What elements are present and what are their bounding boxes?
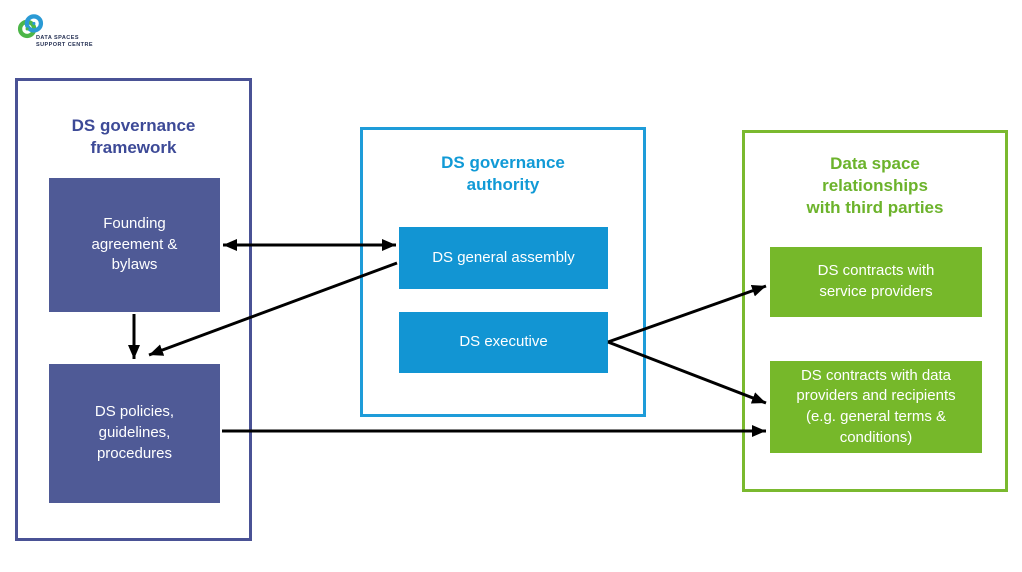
node-ds-policies-guidelines-procedures: DS policies, guidelines, procedures — [49, 364, 220, 503]
group-ds-governance-framework: DS governance framework Founding agreeme… — [15, 78, 252, 541]
group-third-party-relationships: Data space relationships with third part… — [742, 130, 1008, 492]
logo-text-line2: SUPPORT CENTRE — [36, 42, 94, 48]
group-title-ds-governance-framework: DS governance framework — [71, 116, 196, 157]
node-contracts-data-providers: DS contracts with data providers and rec… — [770, 361, 982, 453]
node-ds-executive: DS executive — [399, 312, 608, 373]
node-contracts-service-providers: DS contracts with service providers — [770, 247, 982, 317]
logo-text: DATA SPACES SUPPORT CENTRE — [36, 35, 93, 49]
group-title-third-party-relationships: Data space relationships with third part… — [806, 154, 944, 217]
logo-text-line1: DATA SPACES — [36, 35, 79, 41]
group-title-ds-governance-authority: DS governance authority — [441, 153, 565, 194]
group-ds-governance-authority: DS governance authority DS general assem… — [360, 127, 646, 417]
node-ds-general-assembly: DS general assembly — [399, 227, 608, 289]
dssc-logo: DATA SPACES SUPPORT CENTRE — [16, 12, 136, 52]
node-founding-agreement-bylaws: Founding agreement & bylaws — [49, 178, 220, 312]
dssc-logo-icon — [17, 14, 44, 39]
